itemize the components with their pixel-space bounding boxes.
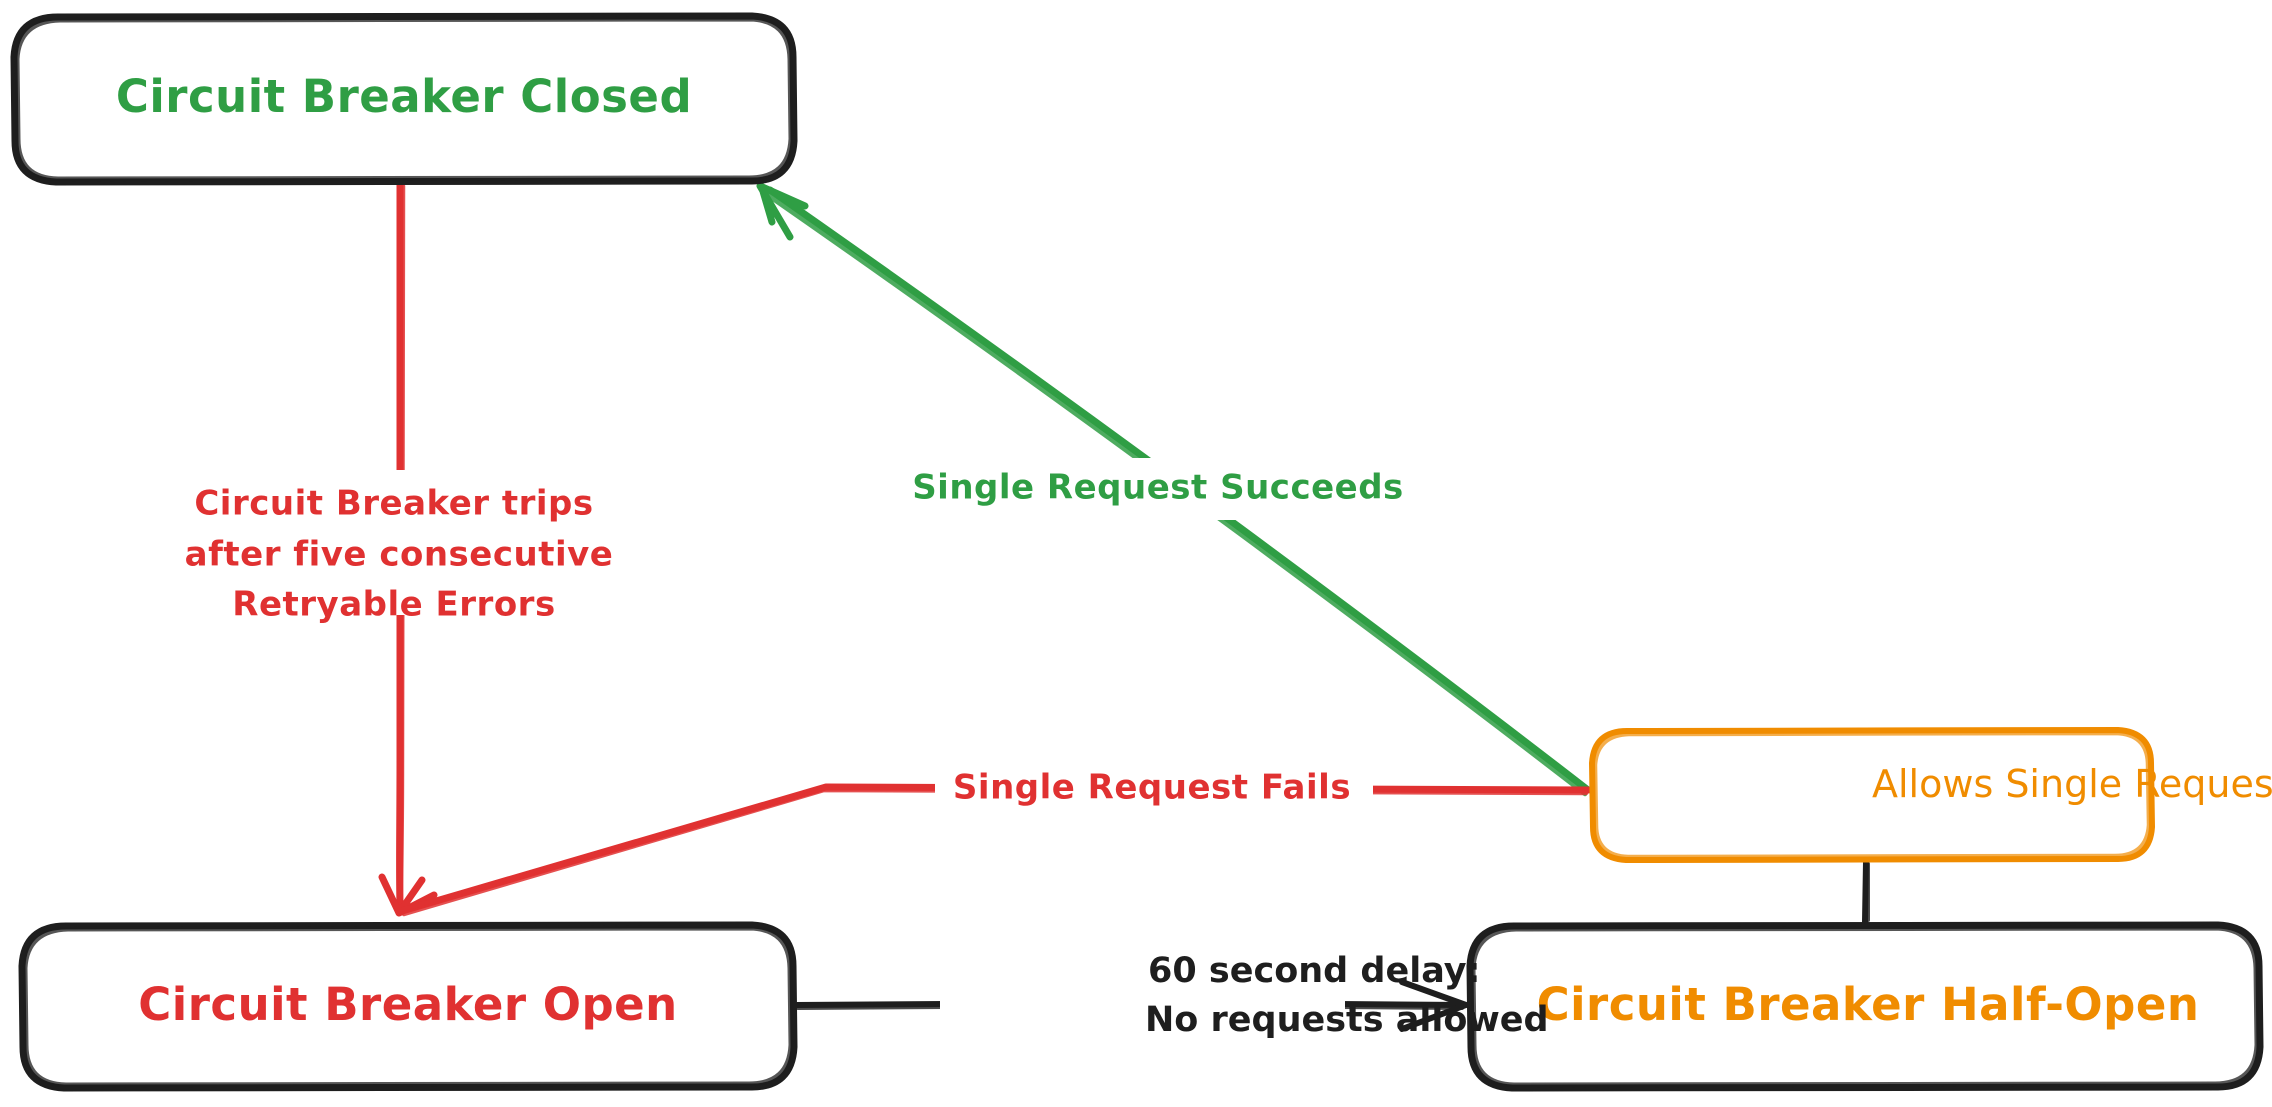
label-backdrop	[175, 470, 630, 615]
edge-label-single-request-succeeds: Single Request Succeeds	[912, 468, 1404, 508]
node-circuit-breaker-half-open[interactable]: Circuit Breaker Half-Open	[1466, 921, 2264, 1092]
edge-label-allows-to-open: Single Request Fails	[935, 760, 1373, 818]
edge-label-line-1: Circuit Breaker trips	[194, 484, 593, 524]
label-backdrop	[940, 950, 1345, 1062]
edge-label-allows-to-closed: Single Request Succeeds	[905, 458, 1405, 520]
node-circuit-breaker-open[interactable]: Circuit Breaker Open	[18, 921, 798, 1092]
edge-label-closed-to-open: Circuit Breaker trips after five consecu…	[175, 470, 630, 625]
node-label-circuit-breaker-half-open: Circuit Breaker Half-Open	[1537, 978, 2200, 1031]
node-label-circuit-breaker-open: Circuit Breaker Open	[138, 978, 677, 1031]
edge-label-line-3: Retryable Errors	[232, 585, 555, 625]
edge-label-open-to-half-open: 60 second delay: No requests allowed	[940, 950, 1549, 1062]
edge-open-to-half-open[interactable]	[793, 979, 1469, 1032]
node-circuit-breaker-closed[interactable]: Circuit Breaker Closed	[10, 12, 798, 186]
node-allows-single-request[interactable]: Allows Single Request	[1589, 727, 2272, 863]
edge-label-single-request-fails: Single Request Fails	[953, 768, 1351, 808]
label-backdrop	[935, 760, 1373, 818]
edge-label-delay-line-2: No requests allowed	[1145, 1000, 1549, 1040]
node-label-circuit-breaker-closed: Circuit Breaker Closed	[116, 70, 692, 123]
node-label-allows-single-request: Allows Single Request	[1872, 762, 2272, 806]
arrowhead-open-to-half-open	[1399, 979, 1469, 1032]
label-backdrop	[905, 458, 1405, 520]
edge-label-delay-line-1: 60 second delay:	[1148, 951, 1481, 991]
edge-half-open-to-allows[interactable]	[1862, 859, 1870, 925]
edge-allows-to-closed[interactable]	[756, 182, 1592, 797]
edge-label-line-2: after five consecutive	[185, 535, 614, 575]
arrowhead-allows-to-closed	[756, 182, 809, 241]
